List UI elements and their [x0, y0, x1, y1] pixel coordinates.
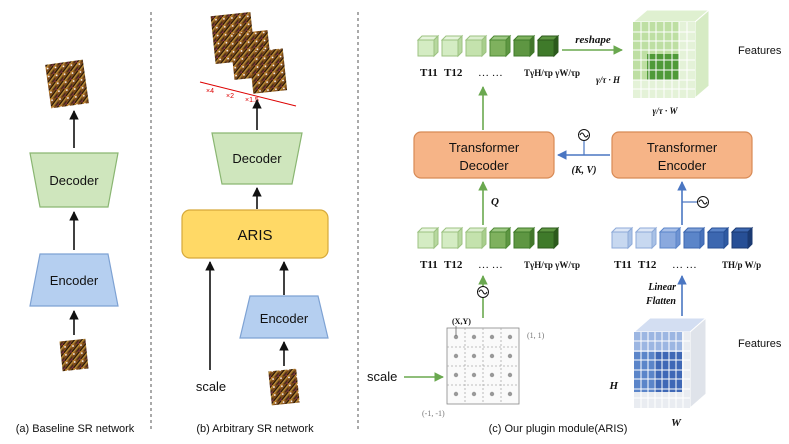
token-top-last: TγH/τp γW/τp [524, 68, 580, 78]
token-blue-t11: T11 [614, 259, 632, 271]
blue-token-cube-2 [634, 226, 658, 250]
coordinate-grid [446, 326, 520, 405]
panel-arbitrary-sr: ×4 ×2 ×1.5 Decoder ARIS scale Encoder (b… [181, 12, 329, 435]
mid-token-cube-3 [464, 226, 488, 250]
token-cube-1 [416, 34, 440, 58]
top-dim-w: γ/τ · W [653, 106, 679, 116]
token-cube-3 [464, 34, 488, 58]
features-label-bottom: Features [738, 338, 782, 350]
bottom-dim-h: H [608, 380, 618, 392]
token-cube-5 [512, 34, 536, 58]
mid-token-cube-6 [536, 226, 560, 250]
input-image-lr-b [268, 368, 300, 406]
feature-cube-bottom [632, 316, 708, 410]
token-blue-dots: … … [672, 259, 697, 271]
scale-mark-x2: ×2 [226, 93, 234, 100]
decoder-label-a: Decoder [49, 173, 99, 188]
encoder-label-b: Encoder [260, 311, 309, 326]
token-blue-t12: T12 [638, 259, 657, 271]
token-row-blue [610, 226, 754, 250]
transformer-decoder-line1: Transformer [449, 140, 520, 155]
grid-bottom-left-label: (-1, -1) [422, 409, 445, 418]
positional-encoding-icon-grid [477, 286, 489, 298]
blue-token-cube-6 [730, 226, 754, 250]
token-top-t12: T12 [444, 67, 463, 79]
feature-cube-top [631, 8, 711, 100]
scale-mark-x1-5: ×1.5 [245, 97, 259, 104]
linear-label: Linear [647, 282, 676, 293]
caption-a: (a) Baseline SR network [16, 423, 135, 435]
token-cube-6 [536, 34, 560, 58]
decoder-block-a [29, 152, 119, 208]
transformer-decoder-block [413, 131, 555, 179]
positional-encoding-icon-encoder [682, 196, 709, 208]
token-top-dots: … … [478, 67, 503, 79]
token-top-t11: T11 [420, 67, 438, 79]
token-mid-t12: T12 [444, 259, 463, 271]
transformer-encoder-block [611, 131, 753, 179]
caption-b: (b) Arbitrary SR network [196, 423, 314, 435]
blue-token-cube-3 [658, 226, 682, 250]
blue-token-cube-5 [706, 226, 730, 250]
grid-xy-label: (X,Y) [452, 317, 471, 326]
scale-mark-x4: ×4 [206, 88, 214, 95]
encoder-block-a [29, 253, 119, 307]
token-mid-last: TγH/τp γW/τp [524, 260, 580, 270]
aris-label: ARIS [237, 227, 272, 244]
positional-encoding-icon-kv [578, 129, 590, 155]
token-mid-t11: T11 [420, 259, 438, 271]
q-label: Q [491, 196, 499, 208]
features-label-top: Features [738, 45, 782, 57]
grid-top-right-label: (1, 1) [527, 331, 545, 340]
token-cube-2 [440, 34, 464, 58]
scale-marks: ×4 ×2 ×1.5 [206, 88, 259, 104]
token-row-top [416, 34, 560, 58]
blue-token-cube-1 [610, 226, 634, 250]
panel-baseline-sr: Decoder Encoder (a) Baseline SR network [16, 59, 135, 435]
blue-token-cube-4 [682, 226, 706, 250]
output-image-stack [210, 12, 288, 94]
kv-label: (K, V) [572, 165, 597, 176]
input-image-lr-a [59, 338, 89, 372]
top-dim-h: γ/τ · H [596, 75, 621, 85]
output-image-hr [45, 59, 89, 109]
mid-token-cube-4 [488, 226, 512, 250]
transformer-decoder-line2: Decoder [459, 158, 509, 173]
decoder-label-b: Decoder [232, 151, 282, 166]
caption-c: (c) Our plugin module(ARIS) [489, 423, 628, 435]
encoder-block-b [239, 295, 329, 339]
mid-token-cube-2 [440, 226, 464, 250]
aris-block [181, 209, 329, 259]
transformer-encoder-line2: Encoder [658, 158, 707, 173]
mid-token-cube-1 [416, 226, 440, 250]
reshape-label: reshape [575, 34, 611, 46]
scale-label-b: scale [196, 379, 226, 394]
token-blue-last: TH/p W/p [722, 260, 761, 270]
flatten-label: Flatten [645, 296, 676, 307]
transformer-encoder-line1: Transformer [647, 140, 718, 155]
encoder-label-a: Encoder [50, 273, 99, 288]
scale-line [199, 81, 297, 107]
token-row-middle [416, 226, 560, 250]
token-cube-4 [488, 34, 512, 58]
decoder-block-b [211, 132, 303, 185]
panel-aris-module: T11 T12 … … TγH/τp γW/τp reshape Feature… [367, 8, 782, 435]
mid-token-cube-5 [512, 226, 536, 250]
scale-label-c: scale [367, 369, 397, 384]
token-mid-dots: … … [478, 259, 503, 271]
bottom-dim-w: W [671, 417, 682, 429]
